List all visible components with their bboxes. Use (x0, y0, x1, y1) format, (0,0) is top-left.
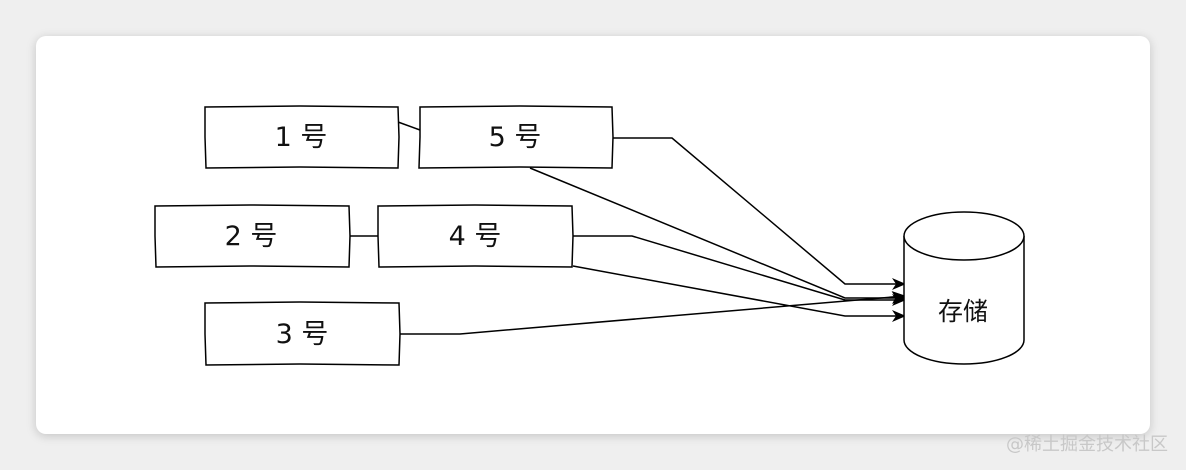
watermark: @稀土掘金技术社区 (1006, 434, 1168, 455)
storage-label: 存储 (938, 297, 988, 326)
arrow-5-bottom-to-storage (529, 167, 906, 304)
node-3: 3 号 (204, 301, 401, 366)
node-2: 2 号 (154, 204, 351, 268)
node-1: 1 号 (204, 105, 400, 169)
node-5: 5 号 (418, 105, 614, 169)
node-4-label: 4 号 (449, 221, 502, 252)
node-4: 4 号 (377, 204, 574, 268)
node-3-label: 3 号 (276, 319, 329, 350)
node-1-label: 1 号 (275, 122, 328, 153)
arrow-4-right-to-storage (573, 235, 906, 306)
storage-cylinder: 存储 (903, 211, 1025, 365)
link-1-to-5 (397, 121, 421, 131)
arrow-4-bottom-to-storage (572, 265, 906, 322)
arrow-3-to-storage (400, 291, 906, 335)
node-2-label: 2 号 (225, 221, 278, 252)
arrow-5-right-to-storage (613, 137, 906, 290)
node-5-label: 5 号 (489, 122, 542, 153)
